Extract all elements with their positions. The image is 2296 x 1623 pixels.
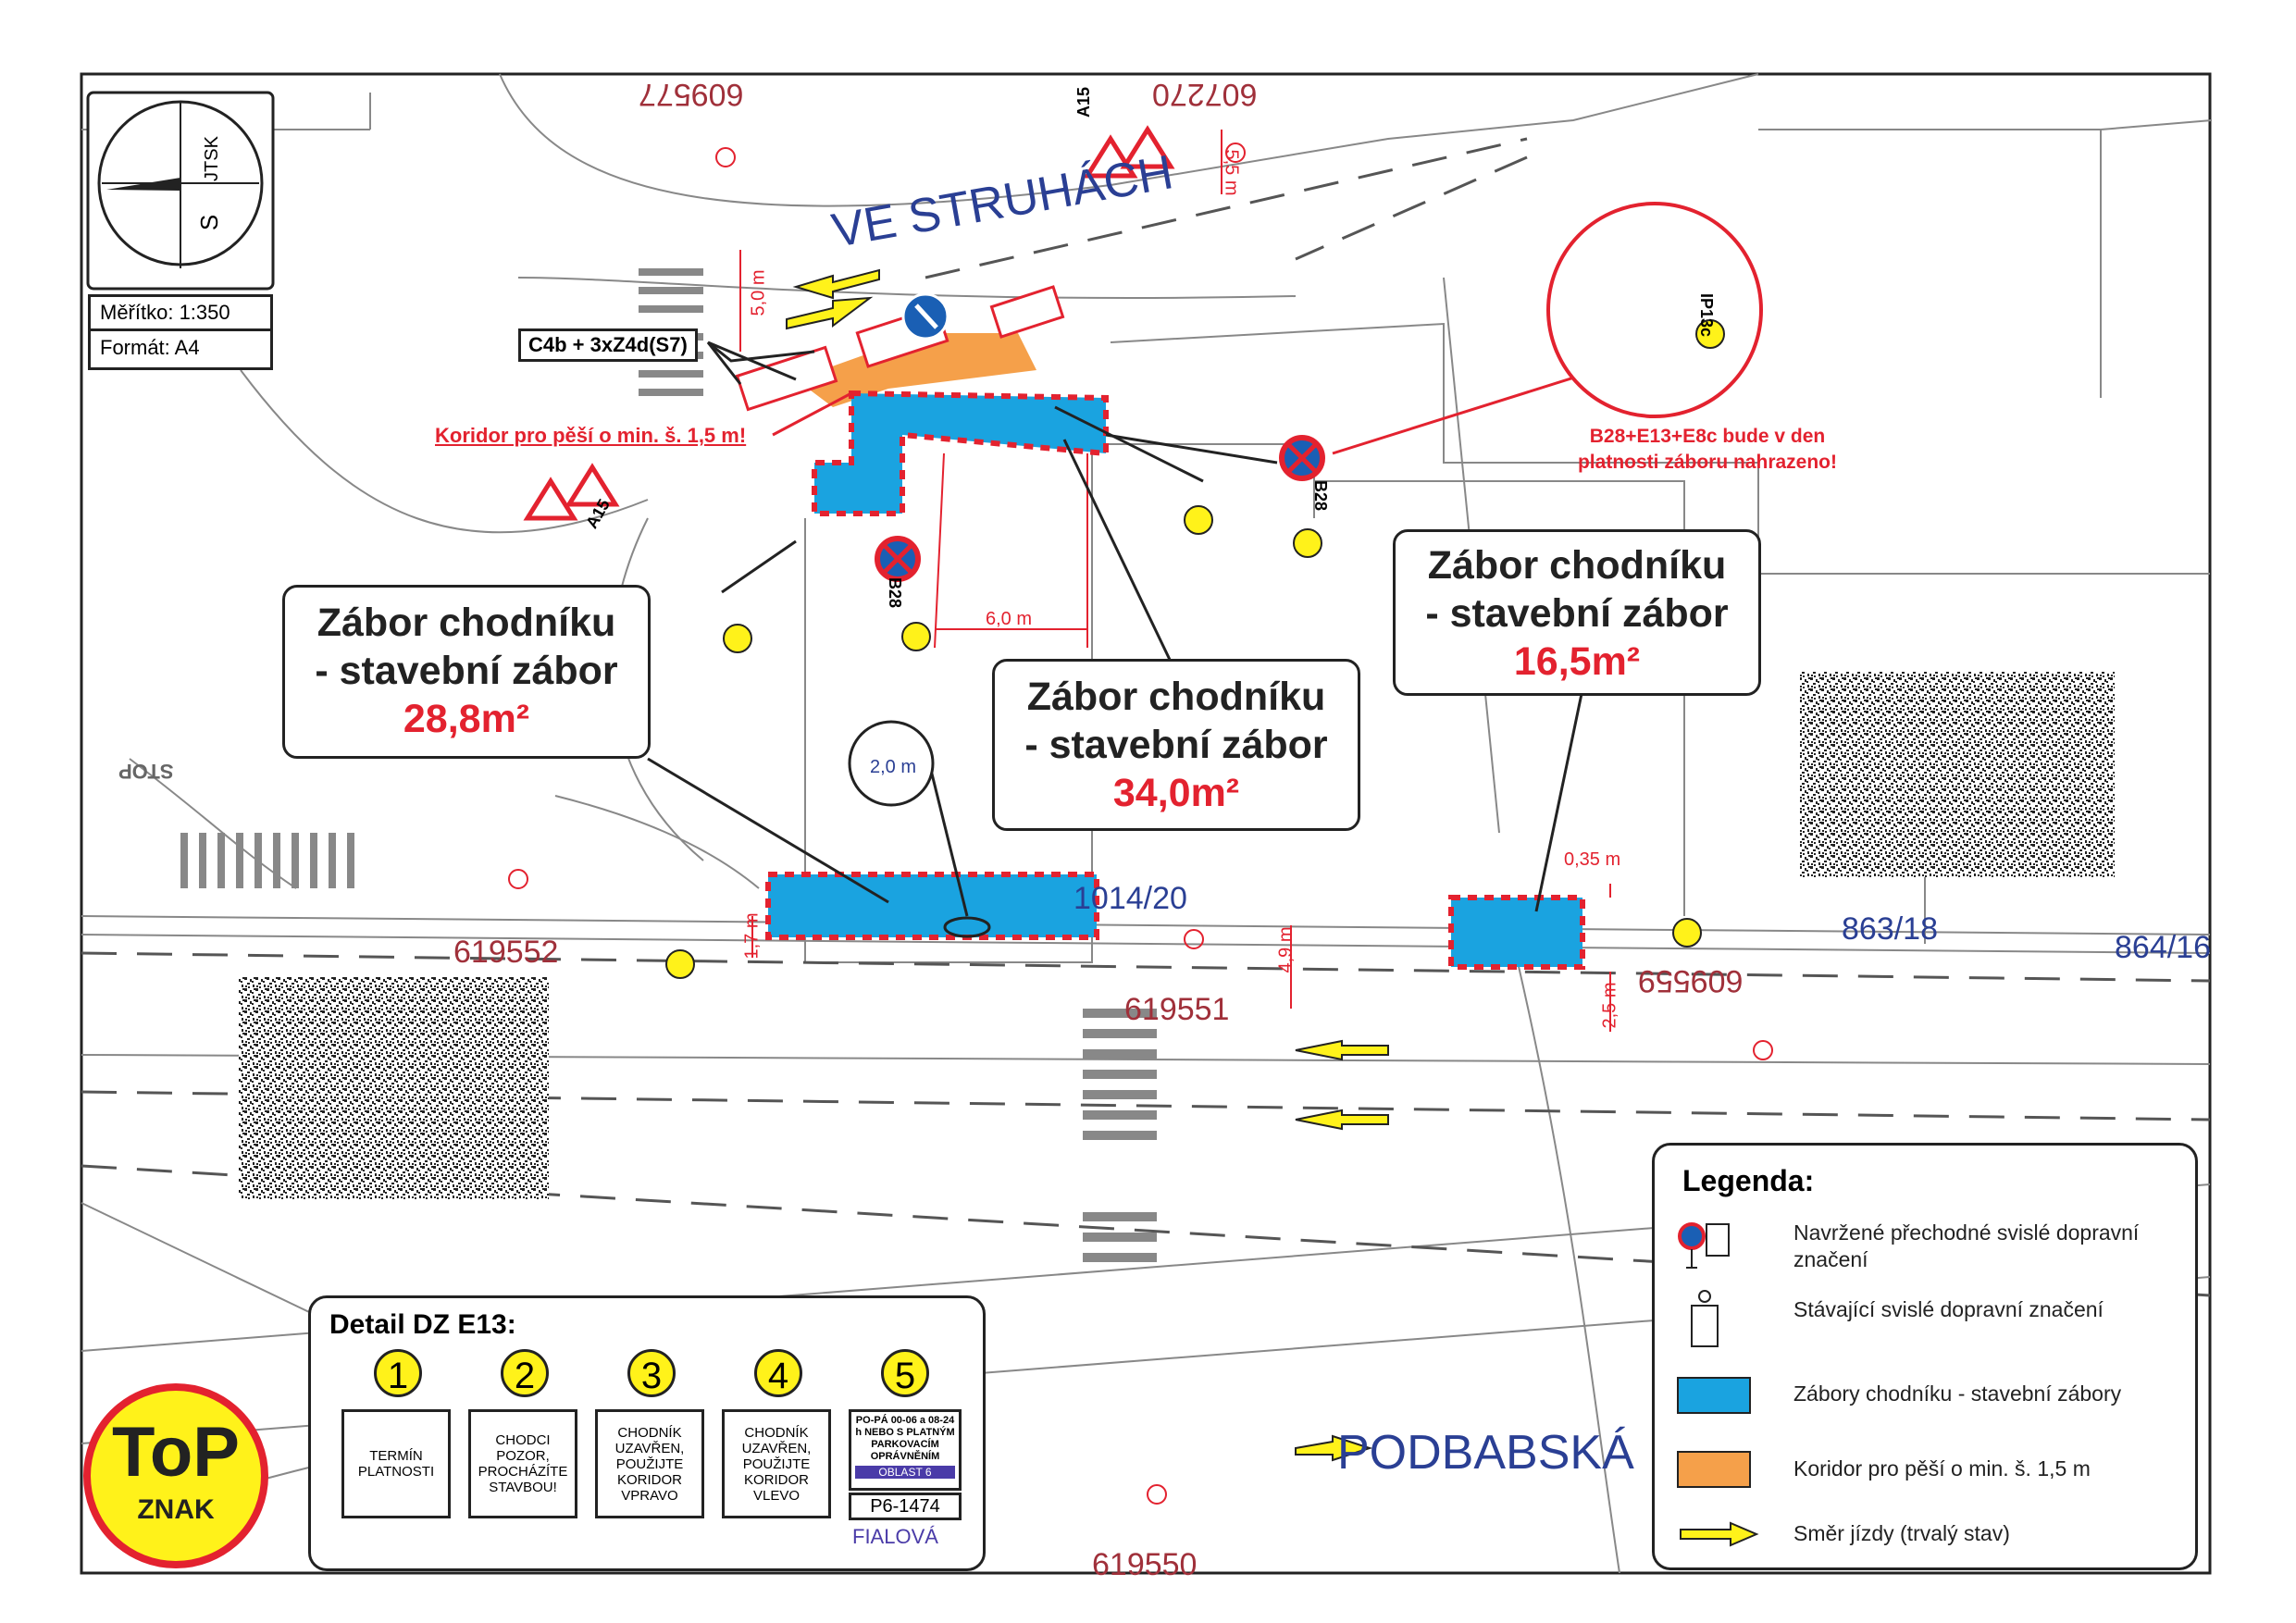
barrier-z4d — [735, 285, 1065, 412]
detail-sign-1: TERMÍN PLATNOSTI — [341, 1409, 451, 1518]
legend-item-occupation: Zábory chodníku - stavební zábory — [1793, 1381, 2122, 1406]
parcel-609559: 609559 — [1638, 963, 1744, 998]
replacement-note: B28+E13+E8c bude v den platnosti záboru … — [1573, 424, 1842, 476]
detail-sign-4: CHODNÍK UZAVŘEN, POUŽIJTE KORIDOR VLEVO — [722, 1409, 831, 1518]
sign-b28-west: B28 — [886, 576, 905, 609]
dim-17m: 1,7 m — [741, 912, 763, 960]
sign-a15-north: A15 — [1074, 86, 1094, 118]
callout-occupation-east: Zábor chodníku - stavební zábor 16,5m² — [1393, 529, 1761, 696]
callout-center-line1: Zábor chodníku — [1026, 675, 1326, 719]
corridor-note: Koridor pro pěší o min. š. 1,5 m! — [435, 424, 747, 447]
street-name-south: PODBABSKÁ — [1337, 1426, 1634, 1480]
detail-sign-5-zone: OBLAST 6 — [855, 1466, 955, 1479]
parcel-619550: 619550 — [1092, 1547, 1198, 1582]
logo-line1: ToP — [112, 1413, 240, 1492]
callout-occupation-west: Zábor chodníku - stavební zábor 28,8m² — [282, 585, 651, 759]
callout-center-line2: - stavební zábor — [1024, 723, 1328, 767]
replacement-note-line1: B28+E13+E8c bude v den — [1589, 426, 1826, 447]
dim-6m: 6,0 m — [986, 609, 1033, 629]
existing-sign-icon — [1691, 1290, 1719, 1347]
legend-item-existing: Stávající svislé dopravní značení — [1793, 1297, 2104, 1321]
detail-sign-5: PO-PÁ 00-06 a 08-24 h NEBO S PLATNÝM PAR… — [849, 1409, 962, 1491]
north-arrow — [86, 91, 275, 291]
detail-title: Detail DZ E13: — [329, 1309, 516, 1340]
legend-item-corridor: Koridor pro pěší o min. š. 1,5 m — [1793, 1456, 2091, 1481]
dim-25m: 2,5 m — [1599, 982, 1620, 1029]
occupation-north — [812, 390, 1109, 516]
callout-east-area: 16,5m² — [1513, 639, 1641, 684]
legend-item-direction: Směr jízdy (trvalý stav) — [1793, 1521, 2010, 1545]
format-label: Formát: A4 — [88, 331, 273, 370]
parcel-609577: 609577 — [639, 77, 744, 112]
detail-num-4: 4 — [754, 1349, 802, 1397]
dim-5m: 5,0 m — [748, 269, 769, 316]
existing-sign-markers — [508, 142, 1773, 1505]
road-marking-stop: STOP — [118, 760, 174, 783]
callout-occupation-center: Zábor chodníku - stavební zábor 34,0m² — [992, 659, 1360, 831]
replacement-note-line2: platnosti záboru nahrazeno! — [1577, 452, 1837, 473]
occupation-east — [1448, 895, 1585, 970]
detail-sign-5-plate: P6-1474 — [849, 1493, 962, 1520]
width-detail-circle — [848, 720, 935, 807]
compass-letter: S — [195, 214, 224, 231]
legend-title: Legenda: — [1682, 1164, 1815, 1197]
blue-area-swatch — [1677, 1377, 1751, 1414]
logo-line2: ZNAK — [137, 1494, 215, 1525]
detail-e13-panel: Detail DZ E13: 1 2 3 4 5 TERMÍN PLATNOST… — [308, 1295, 986, 1571]
temporary-signs — [523, 125, 1325, 582]
temporary-sign-icon — [1678, 1222, 1730, 1269]
callout-east-line1: Zábor chodníku — [1427, 543, 1727, 588]
pedestrian-corridor — [796, 333, 1036, 407]
dimension-lines — [739, 130, 1611, 1032]
legend-item-temporary: Navržené přechodné svislé dopravní znače… — [1793, 1220, 2140, 1271]
legend-panel: Legenda: Navržené přechodné svislé dopra… — [1652, 1143, 2198, 1570]
sign-detail-circle — [1546, 202, 1763, 418]
dim-035m: 0,35 m — [1564, 849, 1621, 870]
map-e13-markers — [665, 319, 1725, 979]
detail-num-2: 2 — [501, 1349, 549, 1397]
parcel-619551: 619551 — [1124, 992, 1230, 1027]
parcel-863-18: 863/18 — [1842, 911, 1938, 947]
redacted-areas — [239, 672, 2115, 1199]
scale-label: Měřítko: 1:350 — [88, 294, 273, 331]
occupation-areas — [765, 390, 1585, 970]
company-logo: ToP ZNAK — [83, 1383, 268, 1568]
sign-ip13c: IP13c — [1697, 292, 1717, 338]
orange-area-swatch — [1677, 1451, 1751, 1488]
occupation-west — [765, 872, 1099, 940]
dim-55m: 5,5 m — [1221, 149, 1242, 196]
callout-west-line1: Zábor chodníku — [316, 601, 616, 645]
detail-sign-5-text: PO-PÁ 00-06 a 08-24 h NEBO S PLATNÝM PAR… — [855, 1415, 955, 1462]
detail-sign-2: CHODCI POZOR, PROCHÁZÍTE STAVBOU! — [468, 1409, 577, 1518]
detail-sign-5-color: FIALOVÁ — [852, 1525, 938, 1548]
callout-east-line2: - stavební zábor — [1425, 591, 1729, 636]
detail-num-3: 3 — [627, 1349, 676, 1397]
yellow-arrow-icon — [1680, 1521, 1759, 1547]
callout-west-area: 28,8m² — [403, 697, 530, 741]
callout-center-area: 34,0m² — [1112, 771, 1240, 815]
detail-num-5: 5 — [881, 1349, 929, 1397]
traffic-direction-arrows — [786, 268, 1389, 1462]
sign-group-label: C4b + 3xZ4d(S7) — [518, 328, 698, 362]
detail-sign-3: CHODNÍK UZAVŘEN, POUŽIJTE KORIDOR VPRAVO — [595, 1409, 704, 1518]
compass-system: JTSK — [201, 136, 222, 181]
parcel-864-16: 864/16 — [2115, 930, 2211, 965]
parcel-1014-20: 1014/20 — [1074, 881, 1187, 916]
callout-west-line2: - stavební zábor — [315, 649, 618, 693]
detail-num-1: 1 — [374, 1349, 422, 1397]
parcel-607270: 607270 — [1152, 77, 1258, 112]
sign-b28-east: B28 — [1311, 479, 1331, 512]
parcel-619552: 619552 — [453, 935, 559, 970]
dim-2m: 2,0 m — [870, 757, 917, 777]
dim-49m: 4,9 m — [1275, 926, 1297, 973]
